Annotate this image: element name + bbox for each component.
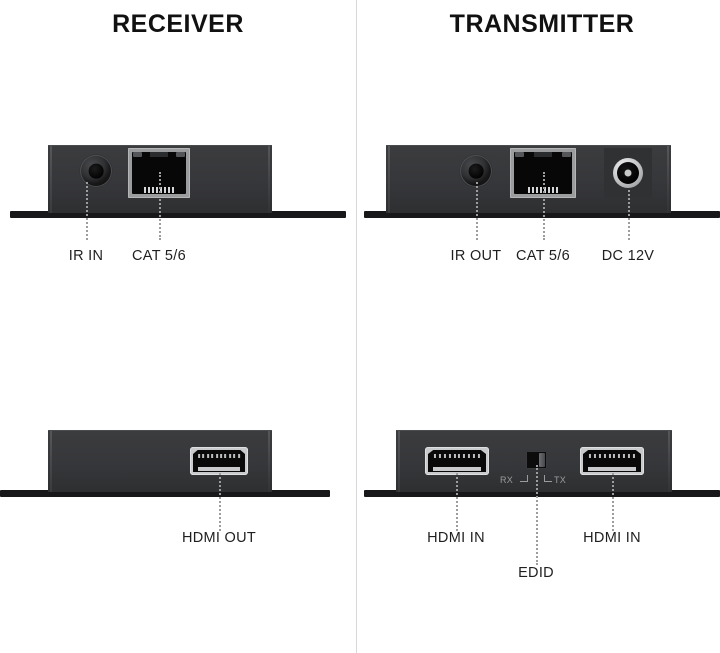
- cat-5-6-label: CAT 5/6: [132, 248, 186, 264]
- edid-switch[interactable]: [526, 451, 547, 469]
- cat-5-6-leader: [543, 172, 545, 240]
- hdmi-in-right-port-contacts: [588, 454, 635, 458]
- transmitter-title: TRANSMITTER: [449, 10, 635, 38]
- cat-5-6-jack-led-right: [176, 152, 185, 157]
- edid-switch-lever[interactable]: [539, 453, 545, 467]
- receiver-rear-device: [0, 425, 330, 497]
- transmitter-panel: TRANSMITTER IR OUT CAT 5/6 DC 12V: [364, 0, 720, 653]
- dc-12v-jack[interactable]: [604, 148, 652, 198]
- cat-5-6-leader: [159, 172, 161, 240]
- receiver-front-baseplate: [10, 211, 346, 218]
- ir-in-jack-hole: [88, 163, 104, 179]
- hdmi-in-left-leader: [456, 473, 458, 531]
- hdmi-in-left-port-contacts: [433, 454, 480, 458]
- transmitter-rear-baseplate: [364, 490, 720, 497]
- hdmi-out-label: HDMI OUT: [181, 530, 257, 546]
- hdmi-in-left-port-shelf: [433, 467, 481, 471]
- transmitter-front-baseplate: [364, 211, 720, 218]
- ir-out-label: IR OUT: [450, 248, 502, 264]
- panel-divider: [356, 0, 357, 653]
- hdmi-out-port[interactable]: [190, 447, 248, 475]
- hdmi-out-leader: [219, 473, 221, 531]
- hdmi-in-right-port[interactable]: [580, 447, 644, 475]
- ir-out-jack-hole: [468, 163, 484, 179]
- hdmi-in-right-port-shelf: [588, 467, 636, 471]
- receiver-front-device: [10, 140, 346, 218]
- edid-leader: [536, 465, 538, 565]
- hdmi-in-right-leader: [612, 473, 614, 531]
- cat-5-6-jack-pins: [528, 187, 558, 193]
- ir-out-jack[interactable]: [460, 155, 492, 187]
- edid-switch-rx-bracket: [520, 475, 528, 482]
- edid-switch-tx-mark: TX: [554, 475, 567, 485]
- hdmi-in-left-port-cavity: [428, 450, 486, 472]
- hdmi-in-left-label: HDMI IN: [427, 530, 485, 546]
- transmitter-front-device: [364, 140, 720, 218]
- ir-in-label: IR IN: [68, 248, 104, 264]
- dc-12v-label: DC 12V: [601, 248, 655, 264]
- cat-5-6-jack-led-left: [133, 152, 142, 157]
- receiver-title: RECEIVER: [112, 10, 244, 38]
- receiver-panel: RECEIVER IR IN CAT 5/6: [0, 0, 356, 653]
- cat-5-6-jack-led-left: [515, 152, 524, 157]
- hdmi-in-right-label: HDMI IN: [583, 530, 641, 546]
- dc-12v-jack-center-pin: [624, 169, 632, 177]
- edid-label: EDID: [518, 565, 554, 581]
- cat-5-6-jack-pins: [144, 187, 174, 193]
- hdmi-out-port-shelf: [198, 467, 240, 471]
- cat-5-6-label: CAT 5/6: [516, 248, 570, 264]
- cat-5-6-jack-latch-notch: [534, 152, 552, 157]
- cat-5-6-jack-led-right: [562, 152, 571, 157]
- edid-switch-tx-bracket: [544, 475, 552, 482]
- edid-switch-rx-mark: RX: [500, 475, 514, 485]
- hdmi-in-left-port[interactable]: [425, 447, 489, 475]
- hdmi-in-right-port-cavity: [583, 450, 641, 472]
- dc-12v-leader: [628, 190, 630, 240]
- hdmi-out-port-cavity: [193, 450, 245, 472]
- cat-5-6-jack-latch-notch: [150, 152, 168, 157]
- receiver-rear-baseplate: [0, 490, 330, 497]
- ir-out-leader: [476, 182, 478, 240]
- transmitter-rear-device: RX TX: [364, 425, 720, 497]
- ir-in-leader: [86, 182, 88, 240]
- ir-in-jack[interactable]: [80, 155, 112, 187]
- hdmi-out-port-contacts: [198, 454, 240, 458]
